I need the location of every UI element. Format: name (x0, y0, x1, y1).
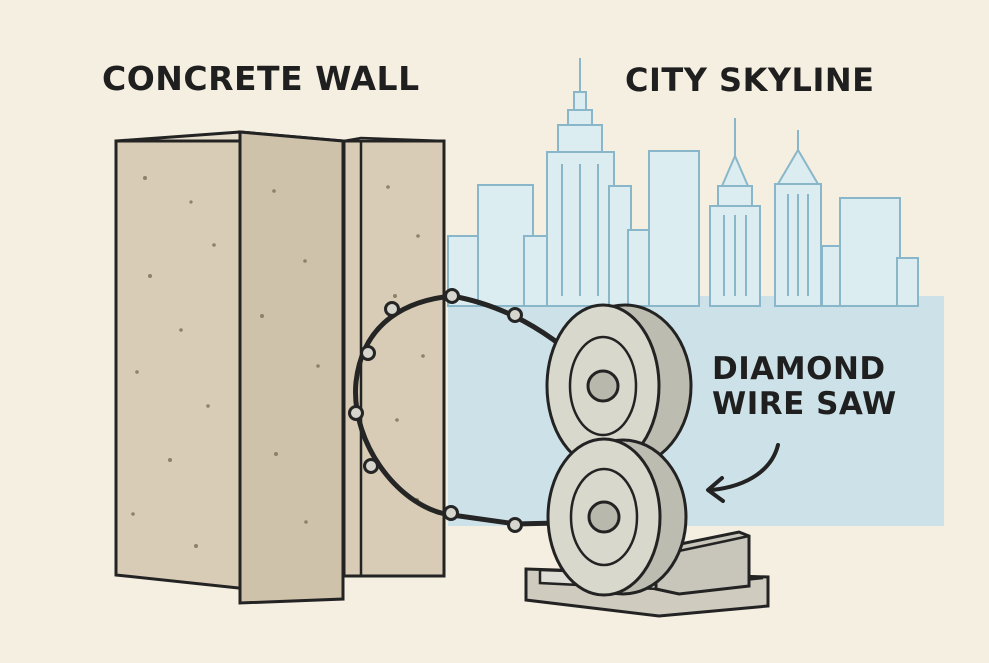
city-skyline-label: CITY SKYLINE (625, 61, 875, 99)
diamond-bead (507, 307, 523, 323)
concrete-wall-side (238, 130, 345, 605)
skyline-building (648, 150, 700, 307)
skyline-building (839, 197, 901, 307)
diamond-bead (384, 301, 400, 317)
concrete-texture (131, 176, 425, 548)
concrete-wall-slab-top (343, 136, 445, 143)
skyline-building (896, 257, 919, 307)
diamond-wire-saw-label-line-1: DIAMOND (712, 351, 886, 387)
diamond-bead (363, 458, 379, 474)
diamond-wire-saw-label: DIAMOND WIRE SAW (712, 351, 897, 423)
wire-loop-main (353, 293, 601, 527)
lower-pulley-hub (587, 500, 621, 534)
diamond-bead (348, 405, 364, 421)
lower-pulley-groove (569, 467, 639, 567)
diamond-wire-saw-label-line-2: WIRE SAW (712, 386, 897, 423)
diamond-wire-saw-machine (524, 303, 770, 618)
diamond-bead (443, 505, 459, 521)
concrete-wall-group (114, 130, 446, 605)
empire-tower (546, 58, 615, 307)
skyline-backdrop (448, 296, 944, 526)
arrow-shaft (710, 443, 780, 492)
arrow-head (706, 476, 725, 503)
diamond-bead (444, 288, 460, 304)
diamond-bead (507, 517, 523, 533)
upper-pulley-hub (586, 369, 620, 403)
pyramid-tower (774, 130, 822, 307)
diamond-wire-saw-pointer (706, 443, 780, 503)
concrete-wall-label: CONCRETE WALL (102, 59, 420, 98)
city-skyline-group (447, 58, 944, 526)
spire-tower (709, 118, 761, 307)
diamond-bead (360, 345, 376, 361)
upper-pulley-groove (568, 335, 638, 437)
